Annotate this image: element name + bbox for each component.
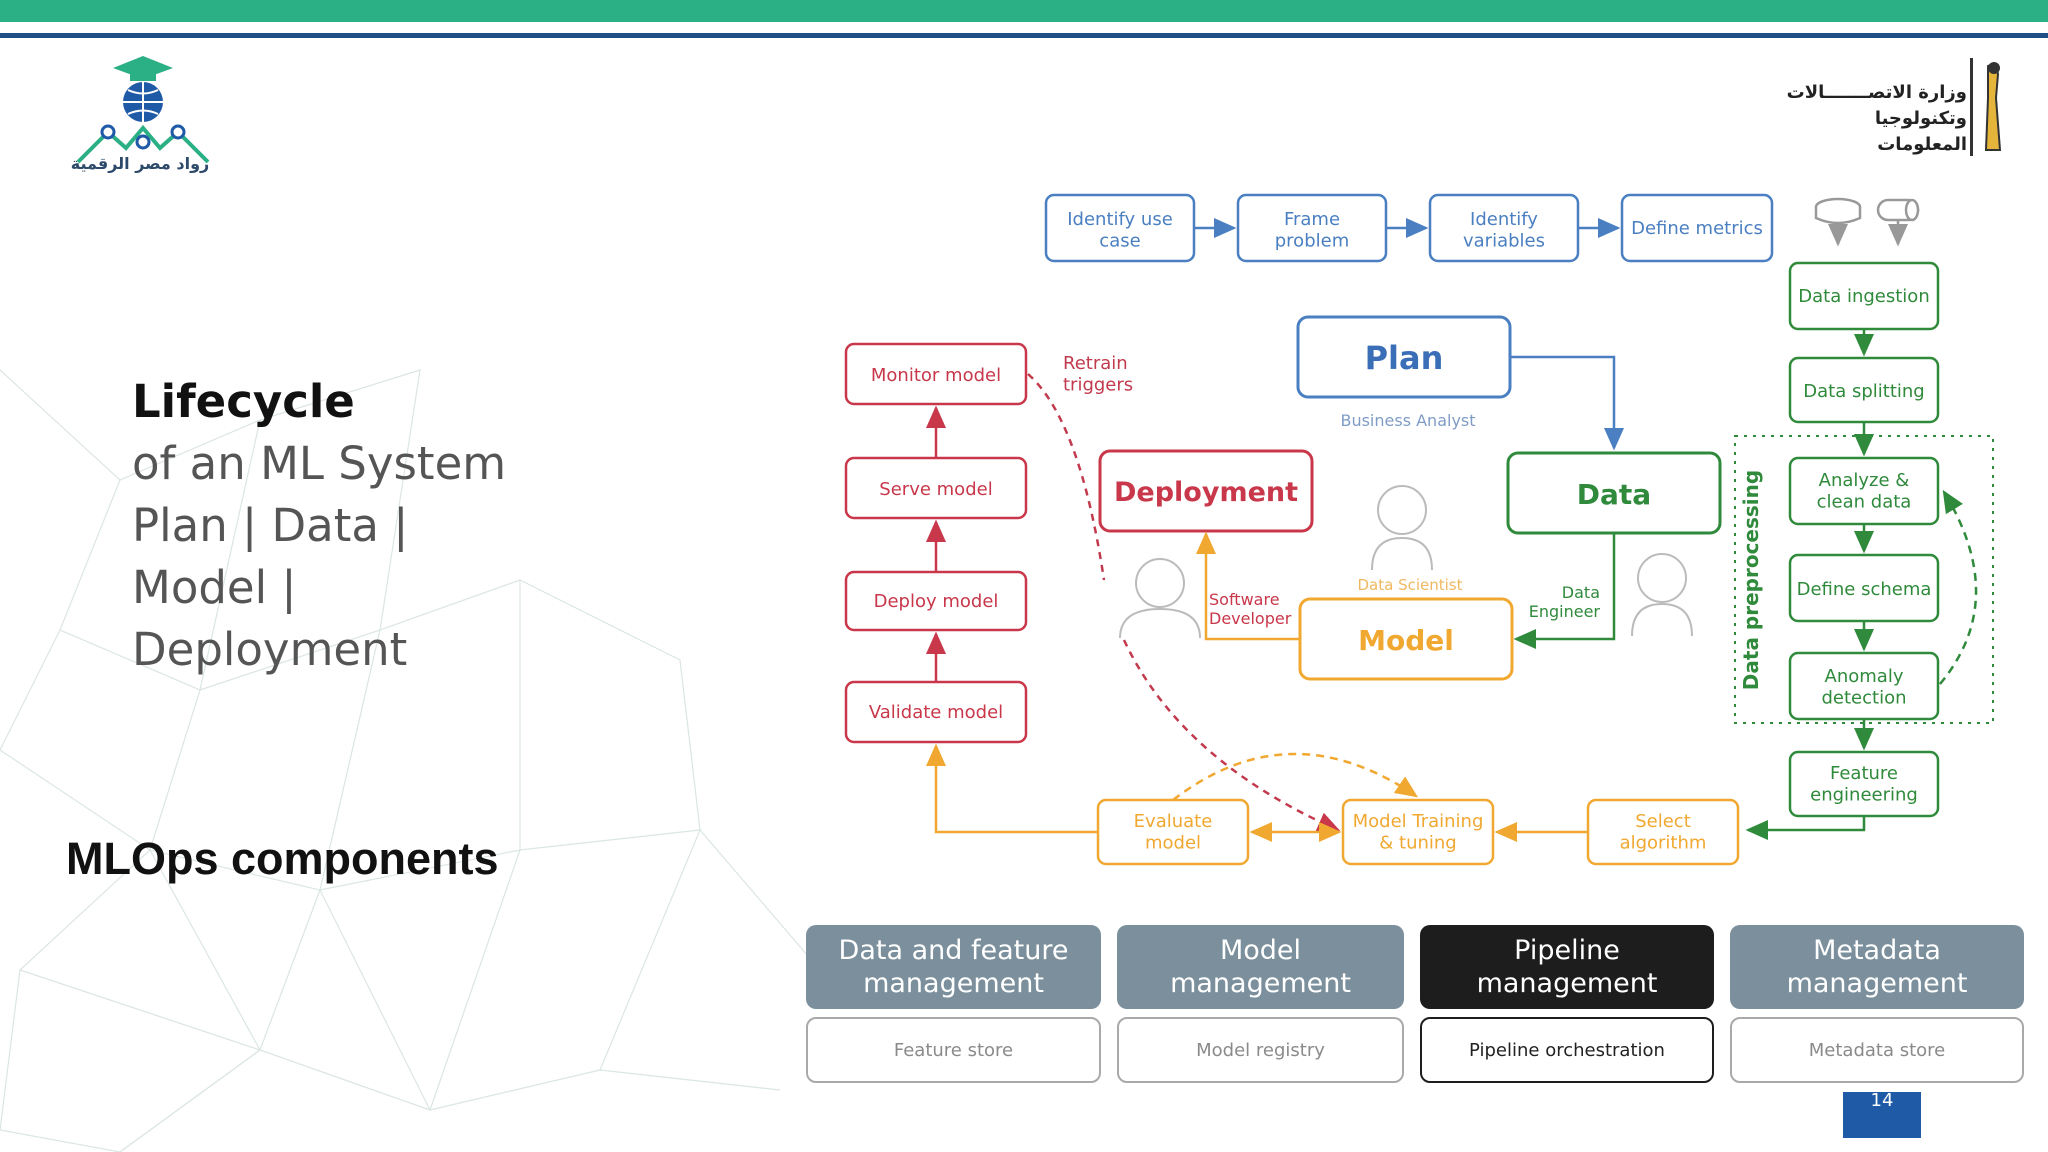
evaluate-to-validate-arrow bbox=[926, 743, 1098, 834]
deploy-step-validate: Validate model bbox=[869, 702, 1003, 723]
deploy-step-monitor: Monitor model bbox=[871, 365, 1001, 386]
component-pipeline-orchestration: Pipeline orchestration bbox=[1420, 1017, 1714, 1083]
lifecycle-line-2: Plan | Data | bbox=[132, 499, 409, 552]
database-icon-body bbox=[1814, 207, 1862, 225]
deploy-step-box-4 bbox=[844, 342, 1028, 406]
storage-icon-cap bbox=[1904, 198, 1920, 222]
model-hub-label: Model bbox=[1358, 624, 1454, 657]
lifecycle-line-3: Model | bbox=[132, 561, 297, 614]
digital-pioneers-logo bbox=[76, 56, 210, 164]
lifecycle-line-1: of an ML System bbox=[132, 437, 507, 490]
data-hub-label: Data bbox=[1577, 478, 1651, 511]
ministry-logo-line2: وتكنولوجيا المعلومات bbox=[1874, 108, 1967, 155]
ministry-logo-emblem bbox=[1970, 58, 2002, 156]
retrain-path-upper bbox=[1027, 373, 1106, 581]
component-metadata-management: Metadata management bbox=[1730, 925, 2024, 1009]
model-to-deployment-arrow bbox=[1196, 531, 1300, 641]
model-step-training-tuning: Model Training& tuning bbox=[1353, 811, 1484, 854]
business-analyst-label: Business Analyst bbox=[1340, 411, 1475, 430]
mlops-components-title: MLOps components bbox=[66, 833, 499, 884]
deployment-hub-label: Deployment bbox=[1114, 477, 1298, 508]
lifecycle-line-4: Deployment bbox=[132, 623, 408, 676]
retrain-path-lower bbox=[1122, 639, 1341, 832]
data-engineer-person-icon bbox=[1631, 553, 1693, 637]
data-preprocessing-label: Data preprocessing bbox=[1739, 470, 1763, 690]
software-developer-person-icon bbox=[1119, 558, 1201, 639]
component-metadata-store: Metadata store bbox=[1730, 1017, 2024, 1083]
top-accent-bar bbox=[0, 0, 2048, 22]
data-step-splitting: Data splitting bbox=[1803, 381, 1924, 402]
component-feature-store: Feature store bbox=[806, 1017, 1101, 1083]
data-scientist-person-icon bbox=[1371, 485, 1433, 571]
deployment-hub-box bbox=[1098, 449, 1314, 533]
data-steps: Data ingestion Data splitting Data prepr… bbox=[1734, 261, 1994, 840]
model-tuning-loop-arrow bbox=[1172, 752, 1419, 801]
lifecycle-title: Lifecycle bbox=[132, 375, 355, 428]
ministry-logo-line1: وزارة الاتصـــــــالات bbox=[1786, 82, 1967, 103]
deploy-step-deploy: Deploy model bbox=[874, 591, 999, 612]
ministry-logo-text: وزارة الاتصـــــــالات وتكنولوجيا المعلو… bbox=[1782, 80, 1967, 158]
logo-left-text: رواد مصر الرقمية bbox=[70, 154, 210, 173]
database-icons bbox=[1814, 197, 1920, 247]
top-accent-line bbox=[0, 33, 2048, 38]
feature-to-algorithm-arrow bbox=[1745, 816, 1866, 840]
person-icons bbox=[1119, 485, 1693, 639]
page-number: 14 bbox=[1843, 1092, 1921, 1138]
plan-step-box-4 bbox=[1620, 193, 1774, 263]
data-step-define-schema: Define schema bbox=[1797, 579, 1932, 600]
component-model-registry: Model registry bbox=[1117, 1017, 1404, 1083]
model-step-box-2 bbox=[1341, 798, 1495, 866]
data-to-model-arrow bbox=[1513, 533, 1616, 649]
background-network-pattern bbox=[0, 369, 820, 1152]
plan-hub-label: Plan bbox=[1365, 339, 1444, 377]
component-data-feature-management: Data and feature management bbox=[806, 925, 1101, 1009]
data-scientist-label: Data Scientist bbox=[1358, 576, 1463, 594]
hubs: Plan Business Analyst Data Model Data Sc… bbox=[1098, 315, 1722, 681]
deploy-step-serve: Serve model bbox=[879, 479, 992, 500]
component-model-management: Model management bbox=[1117, 925, 1404, 1009]
component-pipeline-management: Pipeline management bbox=[1420, 925, 1714, 1009]
deploy-steps: Validate model Deploy model Serve model … bbox=[844, 342, 1341, 832]
plan-to-data-arrow bbox=[1510, 355, 1624, 451]
plan-step-define-metrics: Define metrics bbox=[1631, 218, 1763, 239]
anomaly-feedback-arrow bbox=[1939, 489, 1978, 685]
data-step-analyze-clean: Analyze &clean data bbox=[1817, 470, 1912, 513]
data-step-ingestion: Data ingestion bbox=[1798, 286, 1929, 307]
